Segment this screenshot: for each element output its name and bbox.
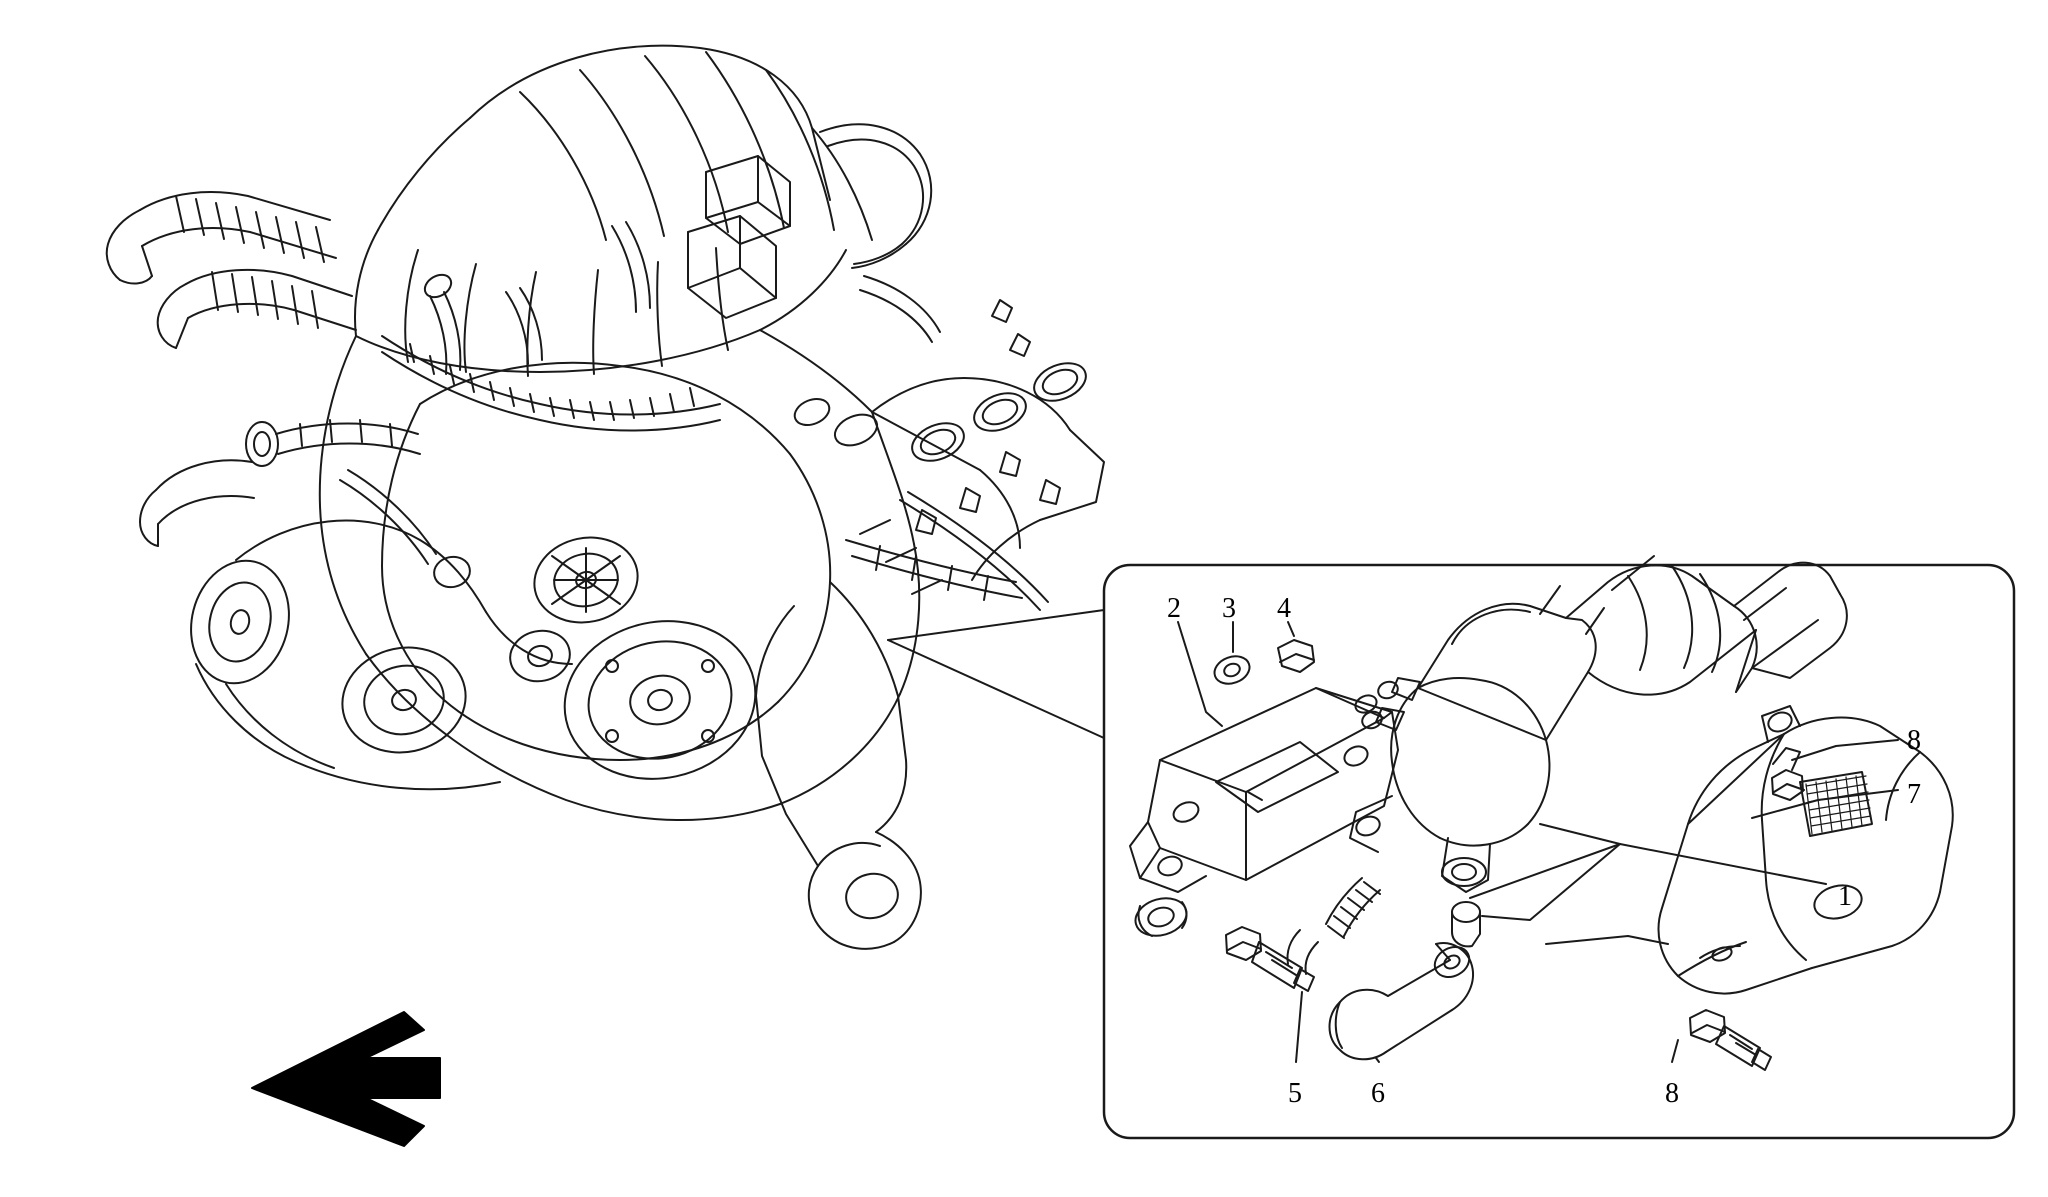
- callout-5: 5: [1288, 1078, 1302, 1109]
- callout-3: 3: [1222, 593, 1236, 624]
- callout-7: 7: [1907, 779, 1921, 810]
- callout-1: 1: [1838, 881, 1852, 912]
- callout-2: 2: [1167, 593, 1181, 624]
- callout-8-top: 8: [1907, 725, 1921, 756]
- callout-6: 6: [1371, 1078, 1385, 1109]
- callout-8-bottom: 8: [1665, 1078, 1679, 1109]
- callout-4: 4: [1277, 593, 1291, 624]
